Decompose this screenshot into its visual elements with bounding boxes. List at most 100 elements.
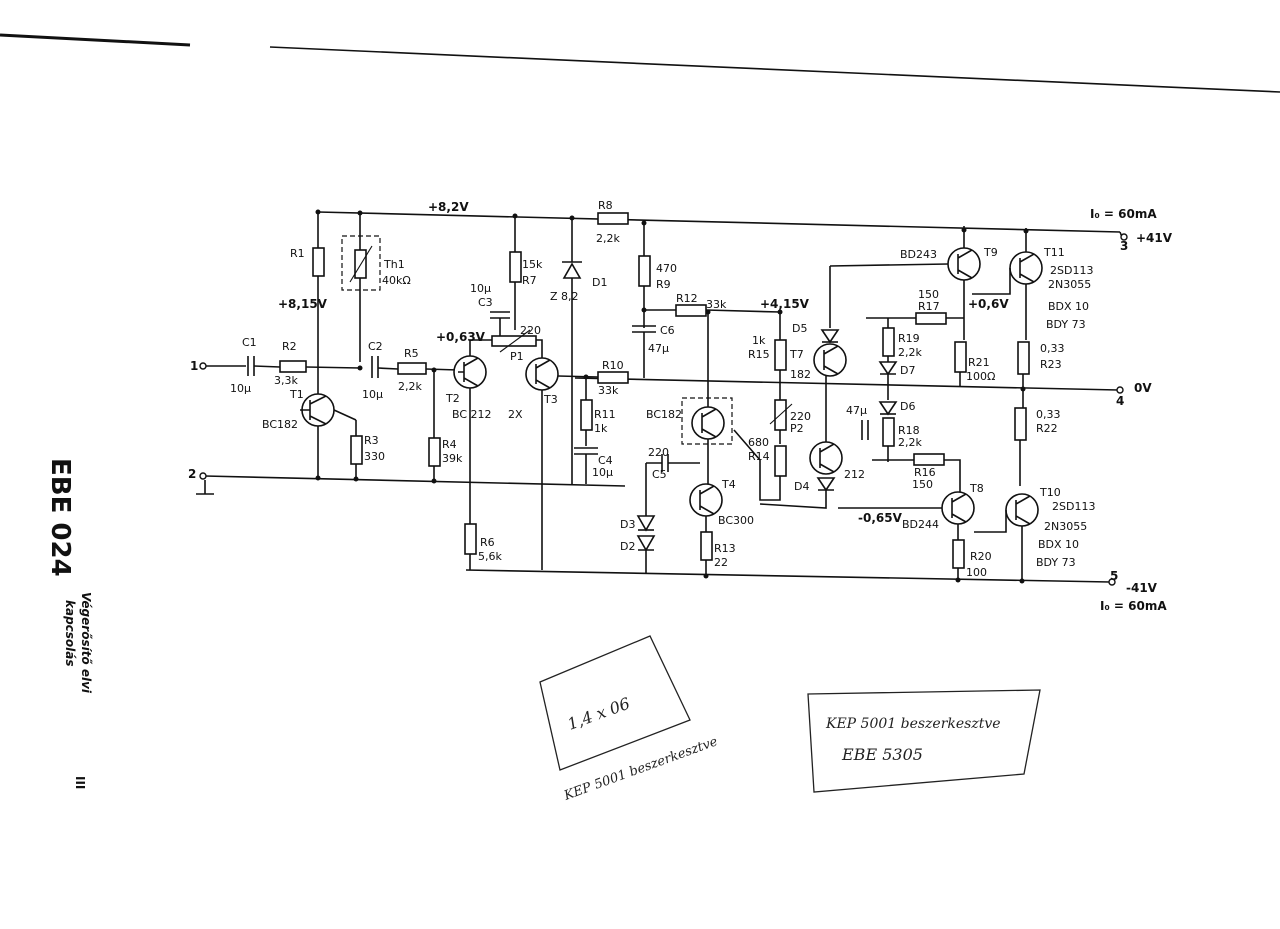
label-th1: Th1 bbox=[383, 258, 405, 271]
label-r11: R11 bbox=[594, 408, 616, 421]
label-terminal-1: 1 bbox=[190, 359, 198, 373]
label-p1: P1 bbox=[510, 350, 524, 363]
label-r15-value: 1k bbox=[752, 334, 766, 347]
label-terminal-3: 3 bbox=[1120, 239, 1128, 253]
diode-d6 bbox=[878, 401, 898, 416]
resistor-r13 bbox=[700, 531, 713, 576]
resistor-r15 bbox=[774, 312, 787, 400]
label-t2-value: BC 212 bbox=[452, 408, 492, 421]
label-r13: R13 bbox=[714, 542, 736, 555]
handwritten-note-2: KEP 5001 beszerkesztve bbox=[825, 716, 1001, 732]
label-r5: R5 bbox=[404, 347, 419, 360]
label-t4-value: BC300 bbox=[718, 514, 754, 527]
label-c2-value: 10µ bbox=[362, 388, 383, 401]
diode-d7 bbox=[878, 361, 898, 400]
label-d2: D2 bbox=[620, 540, 635, 553]
handwritten-note-box-2: KEP 5001 beszerkesztve EBE 5305 bbox=[807, 689, 1041, 793]
diode-d2 bbox=[636, 535, 656, 574]
transistor-t9 bbox=[829, 226, 981, 340]
rail-ground-input bbox=[196, 472, 626, 495]
transistor-t4 bbox=[689, 483, 723, 532]
label-t6-value: 212 bbox=[844, 468, 865, 481]
label-r21-value: 100Ω bbox=[966, 370, 995, 383]
label-r9-value: 470 bbox=[656, 262, 677, 275]
label-c7-value: 47µ bbox=[846, 404, 867, 417]
rail-positive bbox=[317, 211, 1128, 241]
label-c6: C6 bbox=[660, 324, 675, 337]
label-rail-0: 0V bbox=[1134, 381, 1152, 395]
label-rail-41p: +41V bbox=[1136, 231, 1173, 245]
label-r19-value: 2,2k bbox=[898, 346, 922, 359]
label-t1: T1 bbox=[289, 388, 304, 401]
label-c2: C2 bbox=[368, 340, 383, 353]
label-r7: R7 bbox=[522, 274, 537, 287]
label-r1: R1 bbox=[290, 247, 305, 260]
label-r10: R10 bbox=[602, 359, 624, 372]
capacitor-c7 bbox=[861, 420, 869, 440]
label-c1-value: 10µ bbox=[230, 382, 251, 395]
resistor-r21 bbox=[954, 341, 967, 386]
scan-artifact-top-line bbox=[269, 46, 1280, 93]
resistor-r10 bbox=[557, 371, 629, 384]
label-t8: T8 bbox=[969, 482, 984, 495]
rail-negative bbox=[465, 569, 1116, 586]
label-d7: D7 bbox=[900, 364, 915, 377]
transistor-t1 bbox=[300, 393, 357, 478]
label-r5-value: 2,2k bbox=[398, 380, 422, 393]
capacitor-c4 bbox=[574, 447, 598, 484]
label-r2-value: 3,3k bbox=[274, 374, 298, 387]
label-r6-value: 5,6k bbox=[478, 550, 502, 563]
label-c5: C5 bbox=[652, 468, 667, 481]
label-p1-value: 220 bbox=[520, 324, 541, 337]
label-c5-value: 220 bbox=[648, 446, 669, 459]
label-v-415: +4,15V bbox=[760, 297, 810, 311]
label-r14: R14 bbox=[748, 450, 770, 463]
label-r10-value: 33k bbox=[598, 384, 619, 397]
label-t4: T4 bbox=[721, 478, 736, 491]
resistor-r9 bbox=[638, 222, 651, 328]
label-v-065: -0,65V bbox=[858, 511, 903, 525]
label-r18: R18 bbox=[898, 424, 920, 437]
potentiometer-p1 bbox=[469, 329, 543, 358]
label-r21: R21 bbox=[968, 356, 990, 369]
resistor-r3 bbox=[350, 420, 363, 480]
label-t2: T2 bbox=[445, 392, 460, 405]
document-caption-line2: kapcsolás bbox=[63, 600, 77, 667]
label-r19: R19 bbox=[898, 332, 920, 345]
label-t11-value-1: 2SD113 bbox=[1050, 264, 1093, 277]
label-t10-value-1: 2SD113 bbox=[1052, 500, 1095, 513]
label-t10-value-4: BDY 73 bbox=[1036, 556, 1076, 569]
rail-zero bbox=[574, 377, 1124, 394]
capacitor-c5 bbox=[646, 454, 700, 472]
transistor-t8 bbox=[838, 491, 975, 540]
label-r4: R4 bbox=[442, 438, 457, 451]
resistor-r6 bbox=[464, 523, 477, 555]
transistor-t10 bbox=[974, 493, 1039, 580]
handwritten-note-box-1: 1,4 x 06 KEP 5001 beszerkesztve bbox=[539, 635, 720, 804]
resistor-r11 bbox=[580, 378, 593, 446]
junction-dots bbox=[315, 209, 1029, 584]
label-t8-value: BD244 bbox=[902, 518, 939, 531]
label-t3: T3 bbox=[543, 393, 558, 406]
label-v-063: +0,63V bbox=[436, 330, 486, 344]
label-v-06: +0,6V bbox=[968, 297, 1009, 311]
transistor-t3 bbox=[525, 357, 559, 570]
label-rail-82: +8,2V bbox=[428, 200, 469, 214]
label-t10-value-2: 2N3055 bbox=[1044, 520, 1087, 533]
label-c4-value: 10µ bbox=[592, 466, 613, 479]
label-d1: D1 bbox=[592, 276, 607, 289]
resistor-r5 bbox=[397, 362, 459, 375]
component-labels: C1 10µ R1 R2 3,3k Th1 40kΩ C2 10µ R3 330… bbox=[230, 199, 1095, 579]
capacitor-c1 bbox=[247, 356, 281, 376]
resistor-r12 bbox=[644, 304, 781, 317]
document-title-block: EBE 024 Végerősítő elvi kapcsolás III bbox=[45, 458, 93, 789]
label-t11-value-2: 2N3055 bbox=[1048, 278, 1091, 291]
capacitor-c2 bbox=[371, 356, 399, 378]
label-t5: BC182 bbox=[646, 408, 682, 421]
label-r23-value: 0,33 bbox=[1040, 342, 1065, 355]
label-terminal-4: 4 bbox=[1116, 394, 1124, 408]
document-code: EBE 024 bbox=[45, 458, 75, 577]
label-r12: R12 bbox=[676, 292, 698, 305]
label-terminal-2: 2 bbox=[188, 467, 196, 481]
resistor-r19 bbox=[882, 318, 895, 362]
